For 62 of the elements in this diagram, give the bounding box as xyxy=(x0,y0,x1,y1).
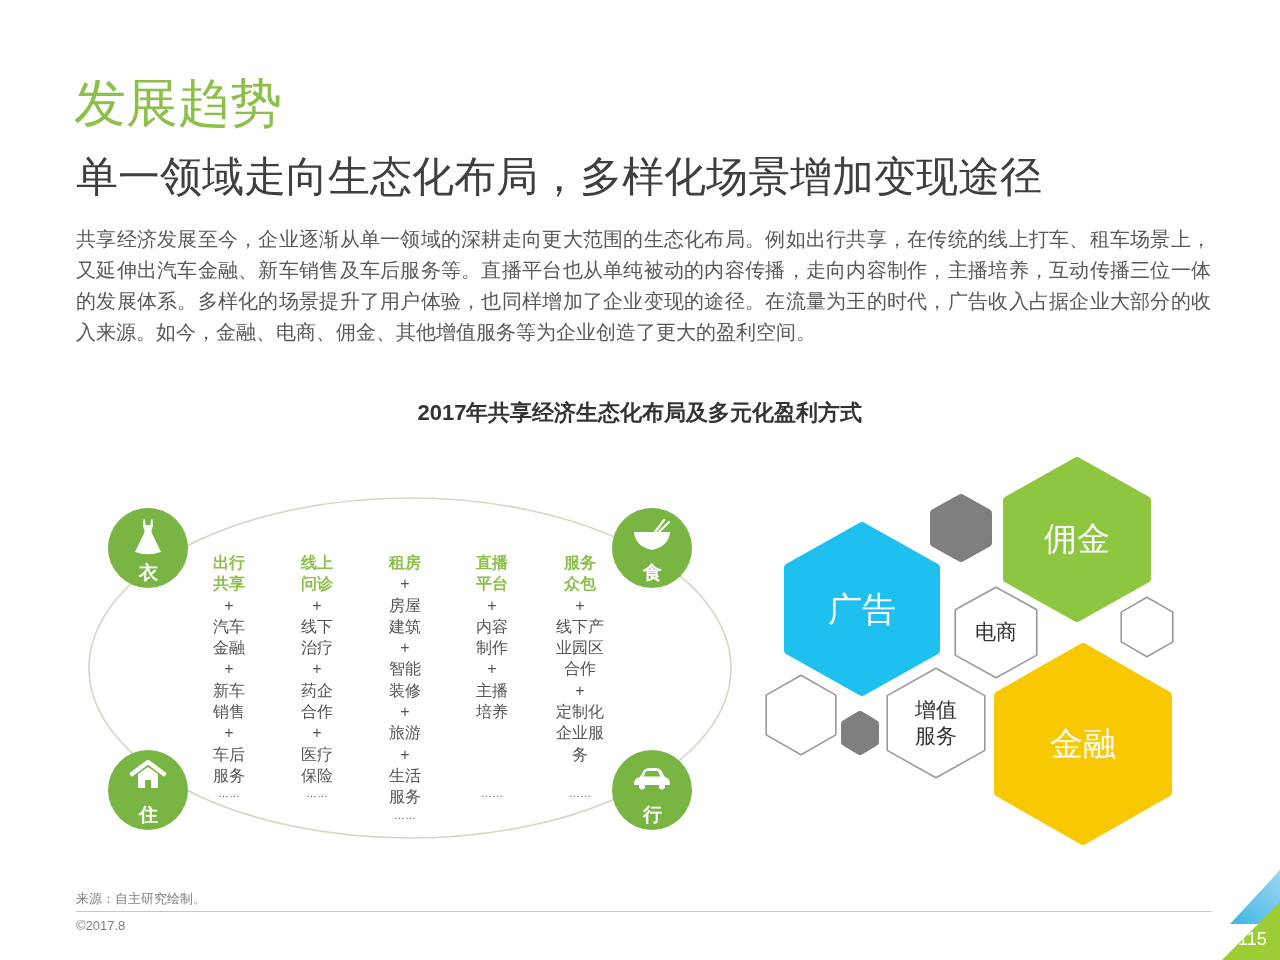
hexagon xyxy=(930,494,992,562)
hexagon xyxy=(1120,596,1174,658)
hexagon xyxy=(994,643,1172,845)
hexagon xyxy=(954,585,1038,679)
column-heading: 服务众包 xyxy=(564,553,596,595)
source-note: 来源：自主研究绘制。 xyxy=(76,891,206,907)
circle-label: 行 xyxy=(642,804,662,826)
intro-paragraph: 共享经济发展至今，企业逐渐从单一领域的深耕走向更大范围的生态化布局。例如出行共享，在传统的线上打车、租车场景上，又延伸出汽车金融、新车销售及车后服务等。直播平台也从单纯被动的内容传播，走向内容制作，主播培养，互动传播三位一体的发展体系。多样化的场景提升了用户体验，也同样增加了企业变现的途径。在流量为王的时代，广告收入占据企业大部分的收入来源。如今，金融、电商、佣金、其他增值服务等为企业创造了更大的盈利空间。 xyxy=(76,227,1211,345)
column-item: 新车销售 xyxy=(213,680,245,723)
plus-sign: + xyxy=(575,595,585,616)
plus-sign: + xyxy=(575,680,585,701)
copyright-note: ©2017.8 xyxy=(76,918,126,934)
hexagon xyxy=(886,667,986,779)
hexagon-label: 增值服务 xyxy=(915,696,957,749)
circle-label: 食 xyxy=(642,562,662,584)
circle-label: 住 xyxy=(138,804,158,826)
chart-title: 2017年共享经济生态化布局及多元化盈利方式 xyxy=(417,399,863,427)
plus-sign: + xyxy=(400,702,410,723)
column-item: 定制化企业服务 xyxy=(556,702,604,765)
column-item: 旅游 xyxy=(389,723,421,744)
plus-sign: + xyxy=(487,659,497,680)
column-item: 汽车金融 xyxy=(213,616,245,659)
ellipsis-mark: …… xyxy=(569,786,591,800)
subtitle: 单一领域走向生态化布局，多样化场景增加变现途径 xyxy=(76,152,1042,202)
ellipsis-mark: …… xyxy=(481,786,503,800)
hexagon-label: 佣金 xyxy=(1044,519,1110,560)
column-item: 生活服务 xyxy=(389,765,421,808)
column-item: 药企合作 xyxy=(301,680,333,723)
plus-sign: + xyxy=(487,595,497,616)
column-item: 医疗保险 xyxy=(301,744,333,786)
hexagon-label: 广告 xyxy=(828,588,896,630)
page-title: 发展趋势 xyxy=(74,74,282,134)
ellipsis-mark: …… xyxy=(306,786,328,800)
column-item: 线下治疗 xyxy=(301,616,333,659)
plus-sign: + xyxy=(400,574,410,595)
ellipsis-mark: …… xyxy=(394,808,416,822)
column-item: 主播培养 xyxy=(476,680,508,723)
ellipsis-mark: …… xyxy=(218,786,240,800)
column-item: 车后服务 xyxy=(213,744,245,786)
plus-sign: + xyxy=(312,723,322,744)
hexagon-label: 金融 xyxy=(1050,724,1116,765)
column-item: 线下产业园区合作 xyxy=(556,616,604,680)
column-item: 智能装修 xyxy=(389,659,421,701)
column-heading: 租房 xyxy=(389,553,421,573)
plus-sign: + xyxy=(312,659,322,680)
plus-sign: + xyxy=(224,659,234,680)
plus-sign: + xyxy=(312,595,322,616)
column-heading: 出行共享 xyxy=(213,553,245,595)
column-item: 房屋建筑 xyxy=(389,595,421,637)
hexagon-label: 电商 xyxy=(975,618,1017,645)
column-heading: 直播平台 xyxy=(476,553,508,595)
plus-sign: + xyxy=(400,744,410,765)
hexagon xyxy=(765,674,837,756)
hexagon xyxy=(784,522,940,696)
plus-sign: + xyxy=(224,595,234,616)
hexagon xyxy=(841,711,879,755)
hexagon xyxy=(1003,456,1151,622)
plus-sign: + xyxy=(400,638,410,659)
plus-sign: + xyxy=(224,723,234,744)
column-heading: 线上问诊 xyxy=(301,553,333,595)
column-item: 内容制作 xyxy=(476,616,508,659)
circle-label: 衣 xyxy=(138,562,158,584)
